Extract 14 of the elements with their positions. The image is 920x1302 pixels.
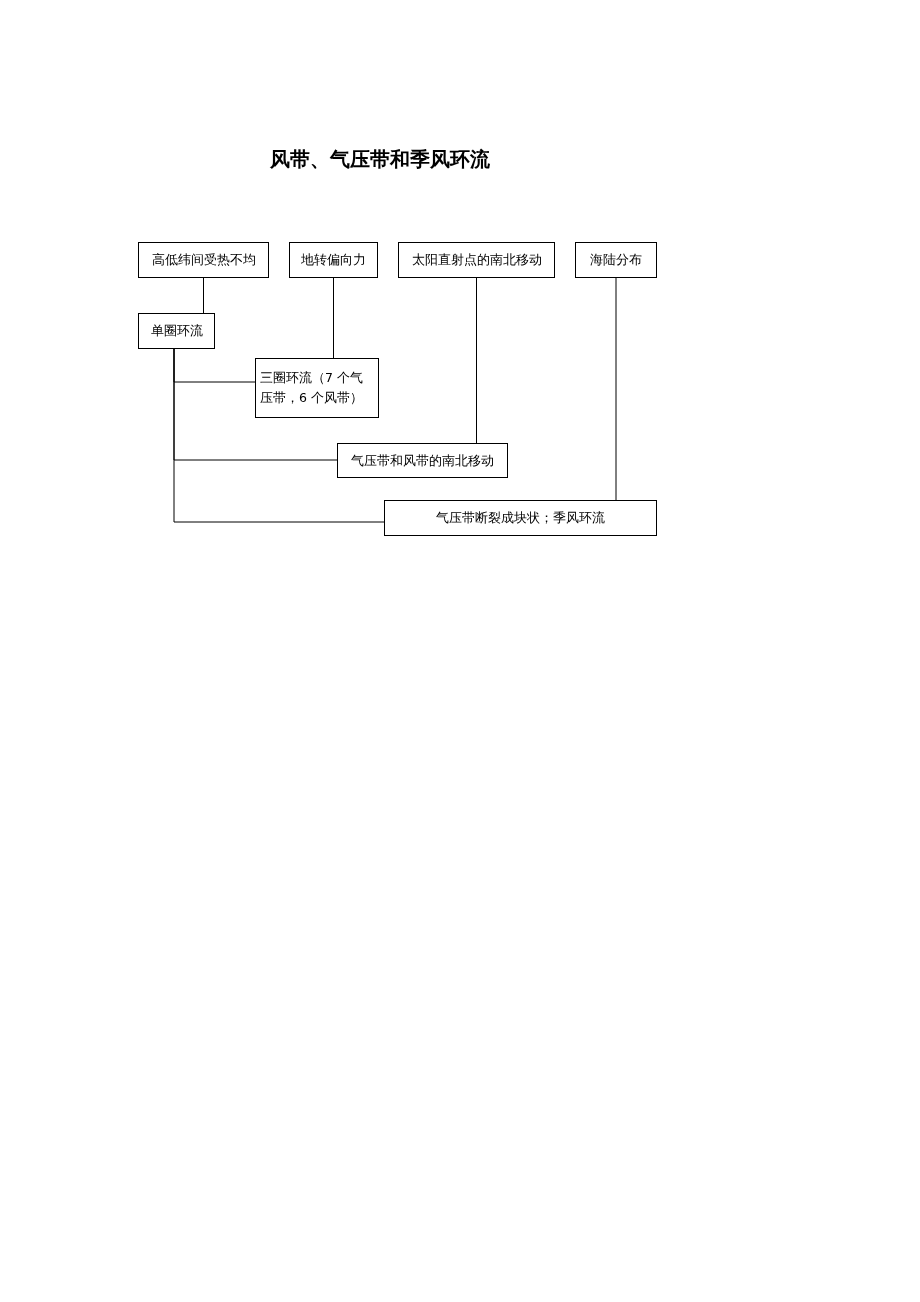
connector-line <box>615 277 617 501</box>
connector-line <box>173 348 385 523</box>
connector-line <box>203 277 204 314</box>
connector-line <box>333 277 334 359</box>
title: 风带、气压带和季风环流 <box>269 146 491 173</box>
text-box: 三圈环流（7 个气压带，6 个风带） <box>255 358 379 418</box>
text-box: 气压带断裂成块状；季风环流 <box>384 500 657 536</box>
text-box: 高低纬间受热不均 <box>138 242 269 278</box>
text-box: 气压带和风带的南北移动 <box>337 443 508 478</box>
text-box: 太阳直射点的南北移动 <box>398 242 555 278</box>
connector-line <box>476 277 477 444</box>
text-box: 地转偏向力 <box>289 242 378 278</box>
text-box: 单圈环流 <box>138 313 215 349</box>
text-box: 海陆分布 <box>575 242 657 278</box>
